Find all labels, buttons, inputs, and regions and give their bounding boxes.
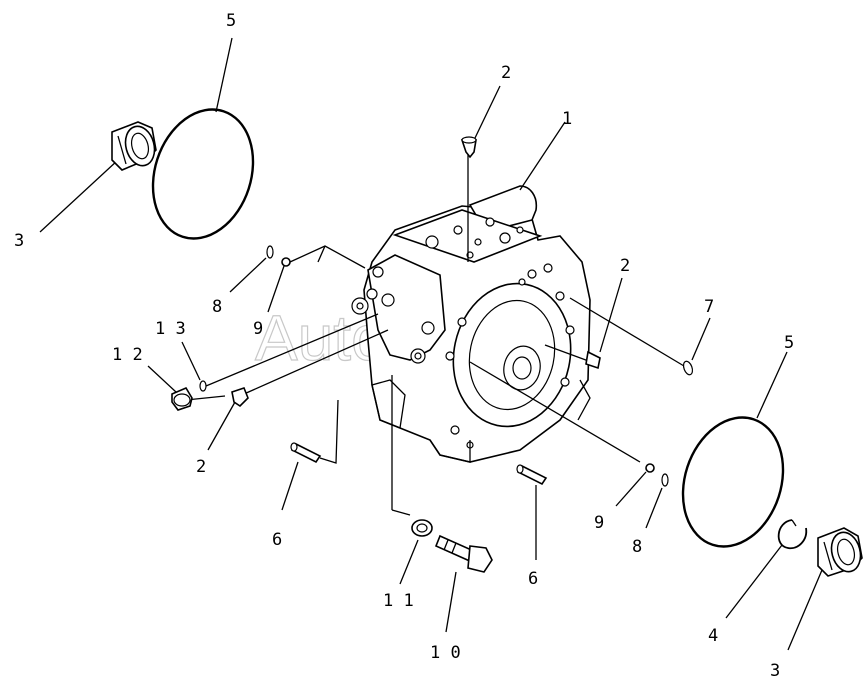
callout-8-upper: 8: [212, 297, 222, 317]
callout-13: 1 3: [155, 319, 186, 339]
plug-right: [585, 350, 601, 370]
callout-2-left: 2: [196, 457, 206, 477]
callout-8-lower: 8: [632, 537, 642, 557]
callout-9-upper: 9: [253, 319, 263, 339]
ring-9-lower: [645, 463, 655, 473]
callout-labels: 1 2 2 2 3 3 4 5 5 6 6 7 8 8 9 9 1 0 1 1 …: [14, 11, 794, 681]
callout-5-upper: 5: [226, 11, 236, 31]
callout-5-lower: 5: [784, 333, 794, 353]
callout-6-left: 6: [272, 530, 282, 550]
dowel-pin-right: [516, 464, 548, 486]
o-ring-7: [682, 360, 694, 376]
plug-top: [460, 136, 477, 159]
snap-ring: [777, 519, 808, 550]
callout-2-top: 2: [501, 63, 511, 83]
callout-6-right: 6: [528, 569, 538, 589]
callout-11: 1 1: [383, 591, 414, 611]
leader-lines: [39, 37, 823, 651]
callout-3-upper: 3: [14, 231, 24, 251]
callout-9-lower: 9: [594, 513, 604, 533]
o-ring-13: [199, 380, 207, 392]
o-ring-8-lower: [661, 473, 669, 487]
callout-7: 7: [704, 297, 714, 317]
dowel-pin-left: [290, 442, 322, 464]
bearing-lower: [817, 527, 863, 577]
o-ring-large-upper: [151, 108, 255, 240]
bearing-upper: [111, 121, 157, 171]
callout-12: 1 2: [112, 345, 143, 365]
ring-9-upper: [281, 257, 291, 267]
callout-4: 4: [708, 626, 718, 646]
bolt-10: [434, 534, 493, 573]
o-ring-8-upper: [266, 245, 274, 259]
pump-body: [351, 185, 591, 463]
plug-12: [171, 386, 193, 411]
callout-10: 1 0: [430, 643, 461, 663]
o-ring-large-lower: [681, 416, 785, 548]
callout-1: 1: [562, 109, 572, 129]
plug-left: [231, 387, 249, 408]
callout-3-lower: 3: [770, 661, 780, 681]
washer-11: [411, 519, 433, 537]
callout-2-right: 2: [620, 256, 630, 276]
